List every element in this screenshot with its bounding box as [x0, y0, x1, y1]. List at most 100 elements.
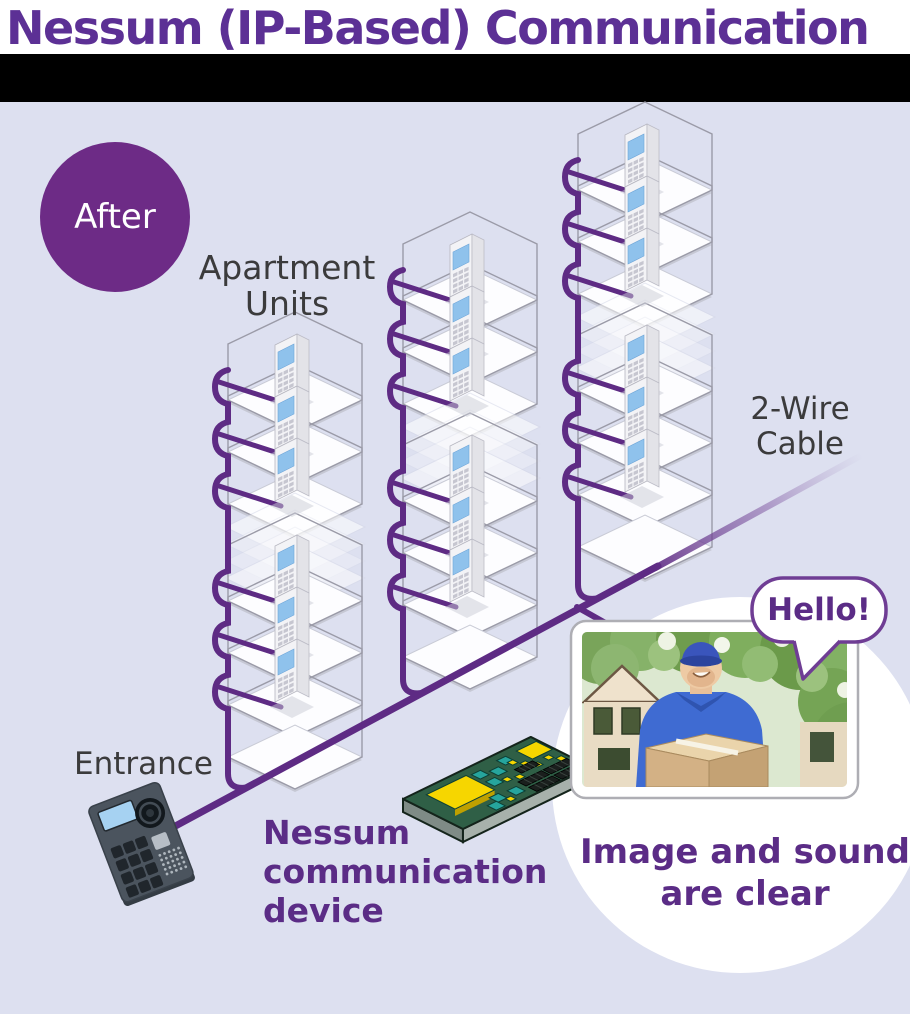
- unit-button: [289, 418, 294, 425]
- unit-button: [453, 530, 458, 536]
- unit-button: [628, 271, 633, 277]
- unit-button: [639, 467, 644, 473]
- board-chip: [500, 776, 514, 783]
- ic-pins: [554, 763, 564, 769]
- riser-cable: [561, 157, 599, 602]
- unit-button: [278, 583, 283, 590]
- unit-button: [633, 268, 638, 275]
- unit-branch-cable: [566, 169, 634, 195]
- unit-button: [628, 420, 633, 426]
- unit-button: [458, 326, 463, 333]
- unit-button: [458, 337, 463, 344]
- unit-button: [283, 638, 288, 645]
- door-station-speaker-icon: [158, 846, 188, 876]
- unit-branch-cable: [391, 532, 459, 558]
- unit-button: [628, 172, 633, 179]
- unit-screen: [627, 185, 645, 213]
- unit-button: [289, 481, 294, 488]
- unit-button: [464, 582, 469, 589]
- unit-button: [289, 635, 294, 642]
- unit-button: [283, 570, 288, 576]
- unit-button: [639, 156, 644, 163]
- speech-bubble: [750, 576, 888, 681]
- apartment-units-label: Apartment Units: [198, 248, 376, 324]
- unit-side: [471, 434, 485, 494]
- ic-pins: [534, 784, 543, 790]
- unit-button: [289, 366, 294, 373]
- unit-button: [283, 685, 288, 691]
- ic-pins: [523, 764, 531, 770]
- intercom-unit: [620, 227, 664, 307]
- cardboard-box: [645, 733, 769, 787]
- unit-button: [278, 475, 283, 482]
- unit-button: [639, 219, 644, 226]
- unit-screen: [627, 237, 645, 265]
- unit-button: [289, 372, 294, 378]
- floor-plate: [401, 624, 539, 690]
- unit-button: [628, 425, 633, 432]
- unit-button: [458, 475, 463, 482]
- unit-button: [633, 475, 638, 481]
- unit-button: [458, 527, 463, 534]
- unit-button: [283, 437, 288, 444]
- unit-button: [458, 373, 463, 379]
- unit-button: [458, 321, 463, 327]
- unit-button: [639, 260, 644, 267]
- ic-pins: [559, 771, 569, 777]
- unit-button: [289, 567, 294, 574]
- ic-pins: [529, 775, 538, 781]
- unit-button: [628, 472, 633, 478]
- unit-button: [278, 486, 283, 493]
- unit-button: [453, 582, 458, 588]
- unit-branch-cable: [566, 370, 634, 396]
- ic-pins: [523, 778, 533, 784]
- intercom-unit: [445, 538, 489, 618]
- unit-button: [289, 677, 294, 683]
- door-station-keypad: [110, 835, 164, 898]
- unit-button: [464, 381, 469, 388]
- unit-button: [453, 277, 458, 283]
- door-station-button: [151, 832, 171, 850]
- unit-button: [283, 478, 288, 485]
- unit-button: [283, 581, 288, 587]
- unit-button: [289, 619, 294, 626]
- unit-button: [283, 674, 288, 680]
- unit-button: [633, 216, 638, 223]
- unit-button: [278, 624, 283, 631]
- unit-button: [458, 574, 463, 580]
- board-chip: [506, 785, 527, 796]
- page-title: Nessum (IP-Based) Communication: [6, 1, 870, 55]
- two-wire-cable-label: 2-Wire Cable: [750, 391, 850, 462]
- unit-button: [633, 175, 638, 182]
- unit-button: [289, 424, 294, 430]
- unit-side: [296, 333, 310, 393]
- unit-button: [639, 415, 644, 421]
- unit-screen: [627, 386, 645, 414]
- unit-button: [453, 375, 458, 382]
- unit-shadow: [620, 285, 664, 307]
- unit-button: [289, 687, 294, 694]
- unit-button: [453, 478, 458, 484]
- delivery-person: [636, 642, 769, 787]
- unit-button: [639, 425, 644, 432]
- unit-button: [289, 377, 294, 384]
- after-badge: After: [40, 142, 190, 292]
- entrance-label: Entrance: [74, 746, 213, 782]
- unit-shadow: [270, 696, 314, 718]
- unit-button: [628, 219, 633, 225]
- unit-shadow: [445, 395, 489, 417]
- board-chip: [425, 774, 496, 810]
- unit-button: [289, 429, 294, 436]
- unit-button: [458, 590, 463, 597]
- unit-button: [628, 161, 633, 168]
- unit-button: [283, 473, 288, 479]
- unit-shadow: [620, 486, 664, 508]
- unit-side: [471, 285, 485, 345]
- unit-button: [278, 682, 283, 688]
- unit-button: [278, 578, 283, 584]
- unit-branch-cable: [566, 474, 634, 500]
- unit-button: [283, 484, 288, 490]
- intercom-unit: [270, 638, 314, 718]
- unit-button: [453, 472, 458, 479]
- unit-button: [633, 365, 638, 372]
